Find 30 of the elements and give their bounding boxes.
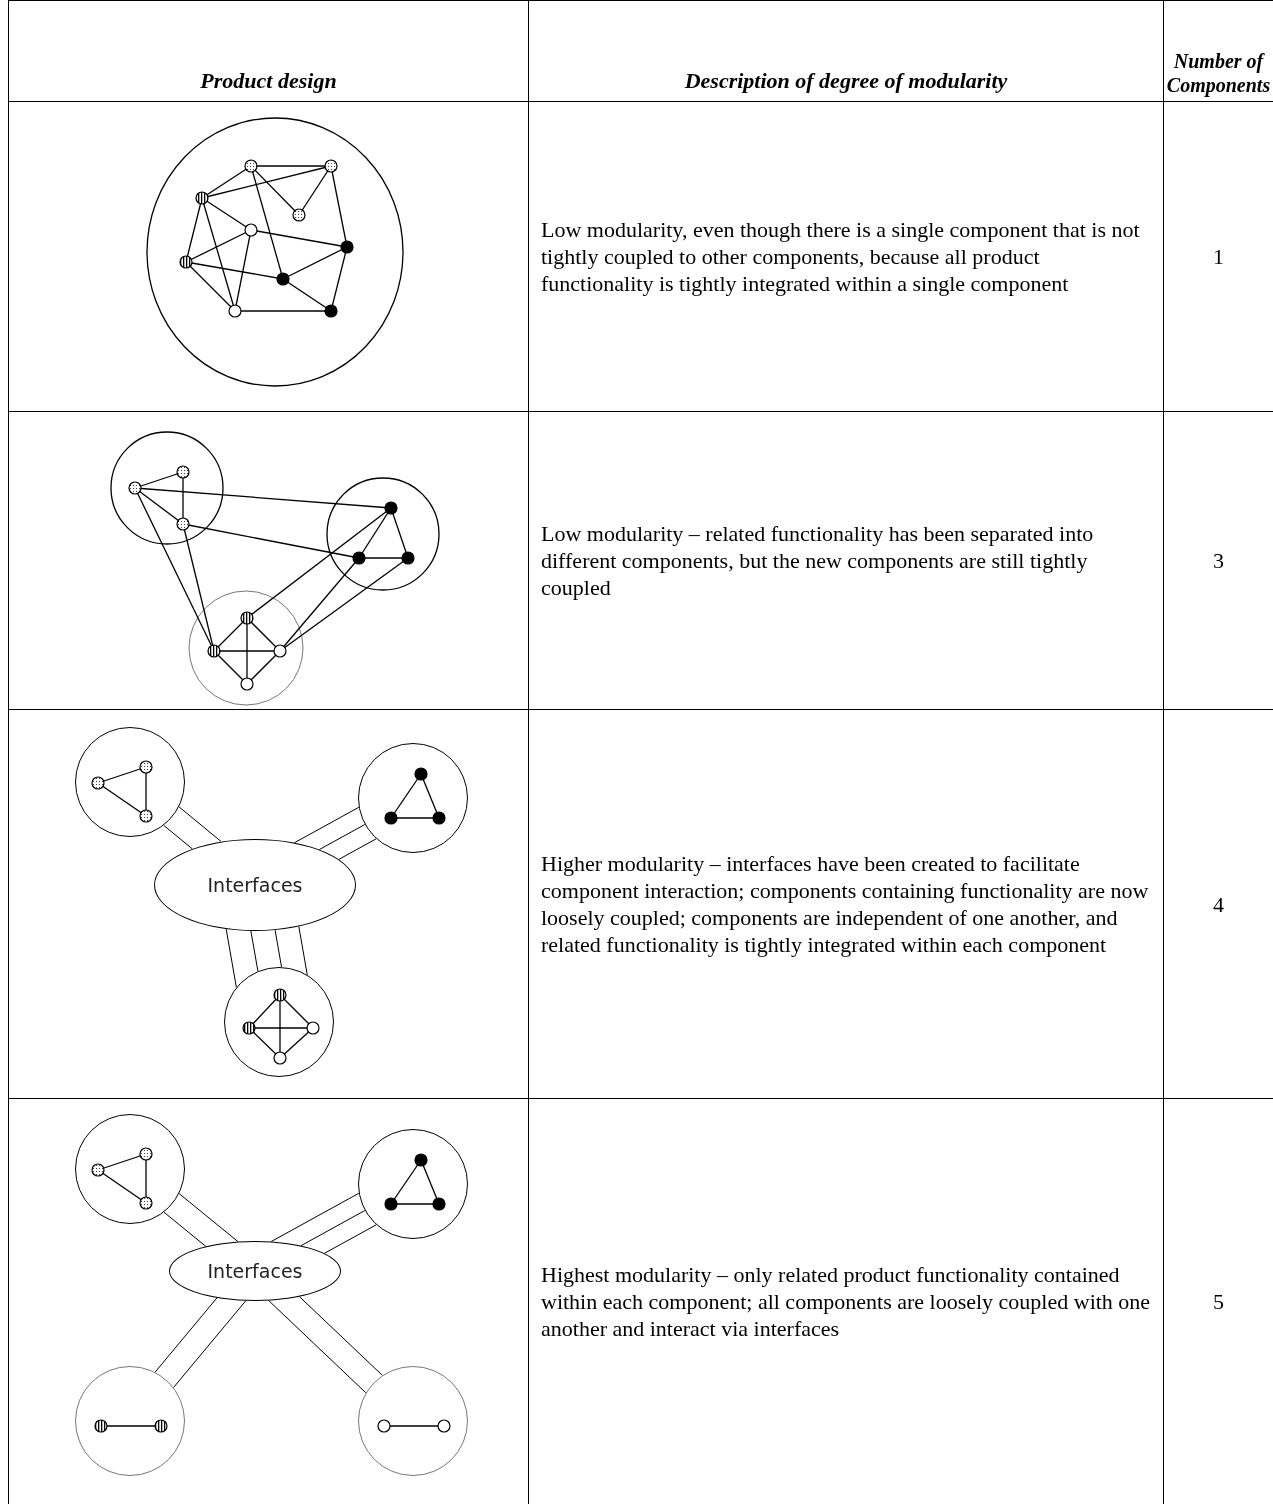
connector-line: [298, 925, 308, 976]
connector-line: [178, 1193, 239, 1243]
connector-line: [154, 1297, 218, 1373]
component-count: 3: [1213, 547, 1224, 575]
connector-line: [163, 1211, 207, 1247]
connector-line: [173, 1300, 247, 1388]
connector-line: [300, 1210, 366, 1247]
connector-line: [268, 1300, 367, 1394]
ellipse-label: Interfaces: [207, 1258, 303, 1284]
connector-line: [274, 929, 283, 968]
connector-line: [270, 1192, 360, 1243]
connector-line: [318, 824, 366, 851]
ellipse-label: Interfaces: [207, 872, 303, 898]
connector-line: [250, 930, 259, 972]
connector-line: [299, 1296, 383, 1376]
connector-line: [323, 1224, 377, 1254]
connector-line: [294, 806, 360, 844]
connector-line: [338, 838, 377, 860]
connector-line: [178, 806, 222, 843]
description-text: Low modularity – related functionality has been separated into different components, but the new components are still tightly coupled: [541, 520, 1095, 601]
connector-line: [163, 824, 193, 850]
description-text: Higher modularity – interfaces have been created to facilitate component interaction; components containing functionality are now loosely coupled; components are independent of one another, and related functionality is tightly integrated within each component: [541, 850, 1150, 958]
component-count: 4: [1213, 890, 1224, 919]
column-header: Product design: [200, 67, 337, 95]
description-text: Low modularity, even though there is a single component that is not tightly coupled to other components, because all product functionality is tightly integrated within a single component: [541, 216, 1141, 297]
component-count: 1: [1213, 243, 1224, 271]
component-count: 5: [1213, 1288, 1224, 1316]
column-header: Number of Components: [1165, 49, 1272, 97]
description-text: Highest modularity – only related product functionality contained within each component; all components are loosely coupled with one another and interact via interfaces: [541, 1261, 1151, 1342]
column-header: Description of degree of modularity: [684, 67, 1008, 95]
